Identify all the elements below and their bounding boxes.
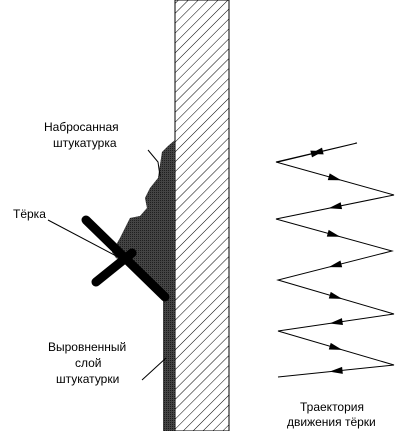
trajectory-arrowhead [328,260,343,268]
label-leveled-line3: штукатурки [56,372,119,386]
label-leveled-line1: Выровненный [48,340,126,354]
label-trajectory-line1: Траектория [300,400,364,414]
wall [174,0,230,431]
leader-leveled-layer [141,357,167,381]
float-tool-handle [91,248,137,287]
trajectory-arrowhead [329,366,343,374]
trajectory-arrowhead [328,202,343,210]
trajectory-arrowhead [329,318,343,326]
trajectory-arrowhead [327,173,342,181]
trajectory-arrowhead [328,342,343,350]
float-tool [81,215,170,302]
label-leveled-line2: слой [75,356,102,370]
leveled-plaster-layer [163,283,175,431]
trajectory-arrows [310,147,343,374]
label-thrown-plaster-line1: Набросанная [44,120,119,134]
trajectory-path [275,142,395,378]
label-thrown-plaster-line2: штукатурка [53,136,117,150]
label-trajectory-line2: движения тёрки [287,415,376,429]
leader-thrown-plaster [147,149,161,177]
trajectory-arrowhead [310,147,324,155]
leader-lines [47,149,167,381]
label-float-tool: Тёрка [13,207,46,221]
leader-float-tool [47,219,121,259]
trajectory-arrowhead [328,291,343,299]
trajectory-arrowhead [326,229,341,237]
